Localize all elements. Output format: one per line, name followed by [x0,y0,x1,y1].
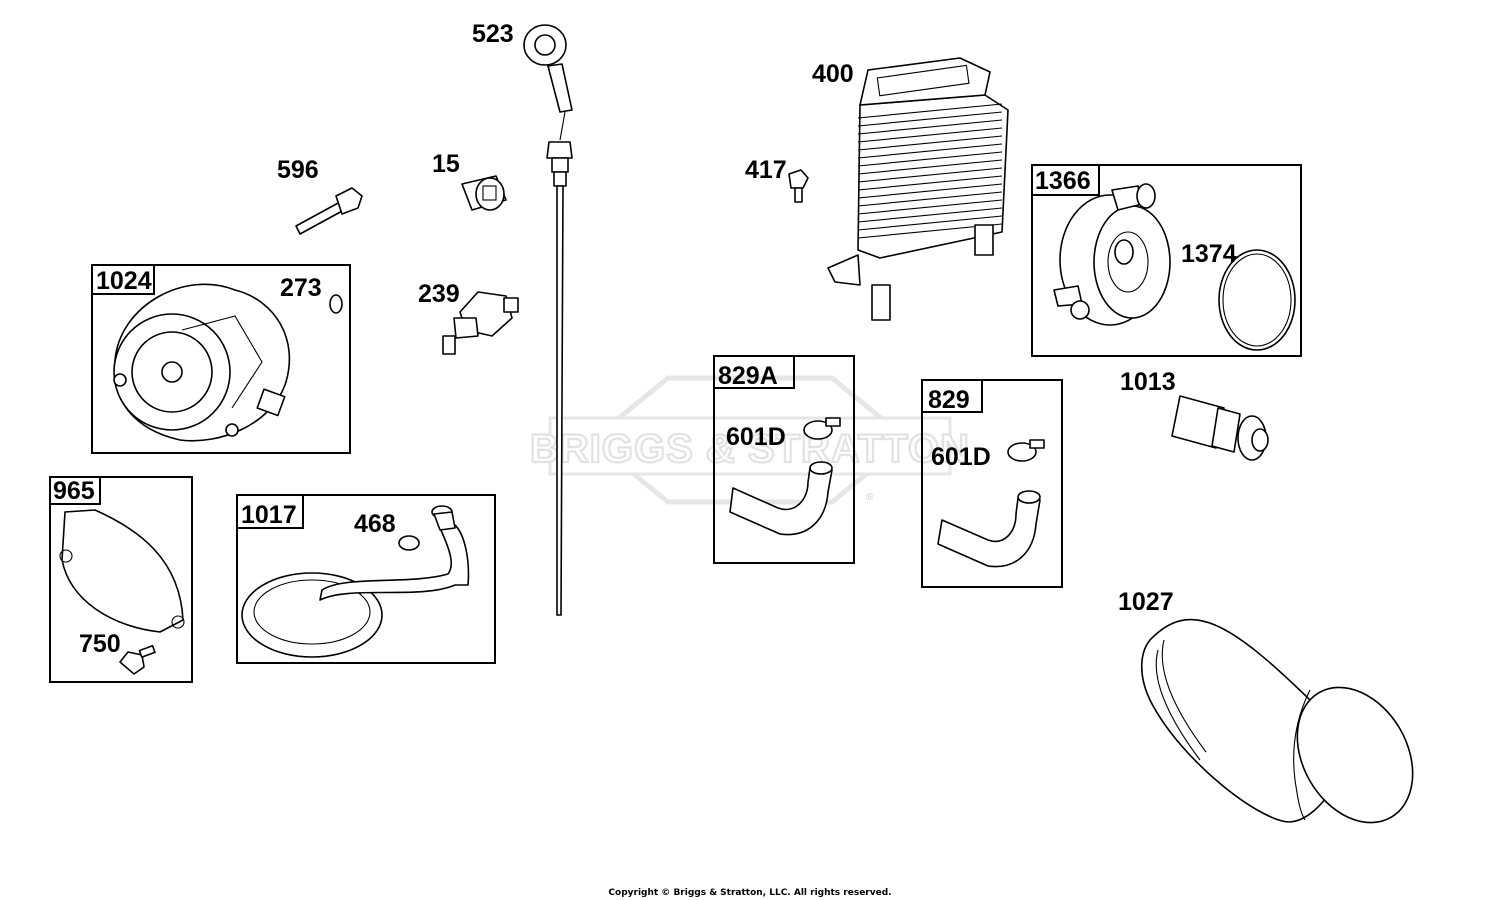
clamp-601d-a[interactable] [803,417,841,440]
callout-417: 417 [745,156,787,184]
callout-1013: 1013 [1120,368,1176,396]
callout-601d-b: 601D [931,443,991,471]
o-ring-273[interactable] [329,294,343,314]
oil-pump-housing-1024[interactable] [113,283,291,442]
box-label-1024: 1024 [96,267,152,295]
watermark-text: BRIGGS & STRATTON [530,427,970,471]
box-1024-tag [91,264,155,295]
callout-601d-a: 601D [726,423,786,451]
clamp-601d-b[interactable] [1007,439,1045,462]
callout-596: 596 [277,156,319,184]
box-965 [49,476,193,683]
box-829a-tag [713,355,795,389]
fitting-1013[interactable] [1171,395,1269,461]
box-829 [921,379,1063,588]
oil-filter-adapter-1366[interactable] [1053,183,1171,326]
callout-15: 15 [432,150,460,178]
callout-239: 239 [418,280,460,308]
bushing-15[interactable] [461,175,507,211]
callout-1027: 1027 [1118,588,1174,616]
callout-1374: 1374 [1181,240,1237,268]
copyright-notice: Copyright © Briggs & Stratton, LLC. All … [608,888,891,898]
briggs-stratton-watermark: BRIGGS & STRATTON ® [529,375,970,505]
box-1024 [91,264,351,454]
oil-pickup-1017[interactable] [241,505,470,658]
screw-417[interactable] [788,169,809,203]
box-965-tag [49,476,101,505]
box-1017-tag [236,494,304,529]
box-829-tag [921,379,983,413]
callout-273: 273 [280,274,322,302]
watermark-registered: ® [866,492,874,503]
box-label-1017: 1017 [241,501,297,529]
hose-829[interactable] [937,490,1041,568]
callout-523: 523 [472,20,514,48]
box-1366 [1031,164,1302,357]
box-label-965: 965 [53,477,95,505]
callout-400: 400 [812,60,854,88]
box-label-829a: 829A [718,362,778,390]
box-1366-tag [1031,164,1100,196]
dipstick-523[interactable] [523,24,573,616]
oil-pressure-switch-239[interactable] [442,291,519,355]
callout-468: 468 [354,510,396,538]
box-label-829: 829 [928,386,970,414]
box-label-1366: 1366 [1035,167,1091,195]
oil-filter-1027[interactable] [1140,618,1436,844]
box-1017 [236,494,496,664]
callout-750: 750 [79,630,121,658]
gasket-965[interactable] [59,509,185,633]
screw-750[interactable] [119,644,156,675]
oil-cooler-400[interactable] [827,57,1009,321]
bolt-596[interactable] [295,187,363,235]
o-ring-1374[interactable] [1218,249,1296,351]
hose-829a[interactable] [729,461,833,536]
o-ring-468[interactable] [398,535,420,551]
